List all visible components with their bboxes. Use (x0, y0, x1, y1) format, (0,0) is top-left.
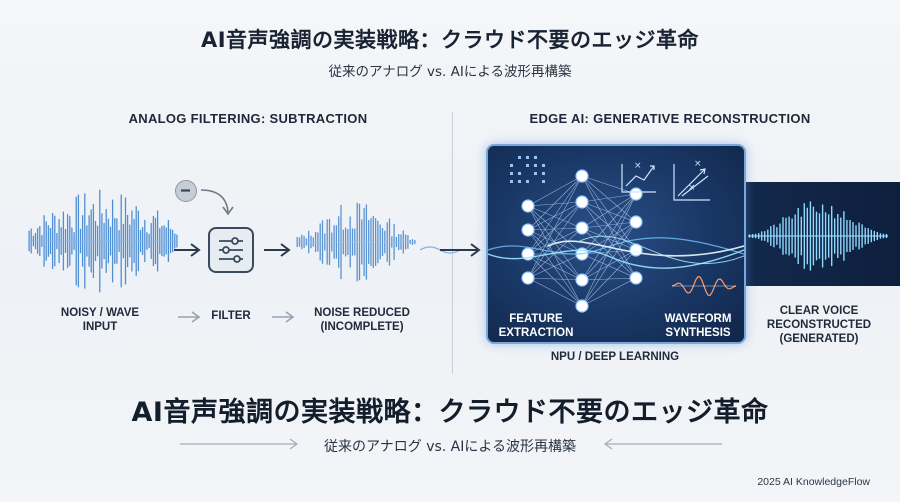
right-arrow-icon (272, 311, 295, 323)
svg-text:×: × (694, 159, 702, 169)
clear-waveform-icon (748, 201, 888, 271)
svg-text:×: × (634, 161, 642, 171)
ai-panel: × × × FEATURE EXTRACTION WAVEFORM SYNTHESI… (486, 144, 746, 344)
banner-title: AI音声強調の実装戦略：クラウド不要のエッジ革命 (131, 397, 769, 428)
filter-box (208, 227, 254, 273)
clear-voice-label: CLEAR VOICE RECONSTRUCTED (GENERATED) (766, 305, 872, 345)
svg-text:×: × (688, 183, 696, 193)
right-arrow-icon (174, 243, 201, 257)
edge-heading: EDGE AI: GENERATIVE RECONSTRUCTION (529, 111, 811, 126)
banner-subtitle: 従来のアナログ vs. AIによる波形再構築 (324, 439, 576, 455)
right-arrow-icon (264, 243, 291, 257)
footer-credit: 2025 AI KnowledgeFlow (757, 476, 870, 488)
feature-extraction-label: FEATURE EXTRACTION (498, 313, 574, 339)
noisy-waveform-icon (28, 189, 178, 293)
npu-label: NPU / DEEP LEARNING (550, 351, 680, 363)
right-arrow-icon (178, 311, 201, 323)
right-arrow-icon (420, 243, 481, 257)
analog-heading: ANALOG FILTERING: SUBTRACTION (128, 111, 368, 126)
right-arrow-icon (180, 438, 299, 450)
page-title: AI音声強調の実装戦略：クラウド不要のエッジ革命 (200, 28, 700, 52)
reduced-waveform-icon (296, 202, 416, 282)
page-subtitle: 従来のアナログ vs. AIによる波形再構築 (328, 64, 572, 80)
waveform-synthesis-label: WAVEFORM SYNTHESIS (664, 313, 732, 339)
left-arrow-icon (603, 438, 722, 450)
input-label: NOISY / WAVE INPUT (60, 307, 140, 333)
curved-arrow-icon (200, 189, 234, 216)
chart-trend-icon (621, 164, 710, 201)
neural-network-icon: × × × (488, 156, 744, 313)
section-divider (452, 112, 453, 374)
noise-reduced-label: NOISE REDUCED (INCOMPLETE) (314, 307, 410, 333)
equalizer-sliders-icon (219, 237, 243, 263)
minus-icon (175, 180, 197, 202)
filter-label: FILTER (211, 310, 251, 322)
